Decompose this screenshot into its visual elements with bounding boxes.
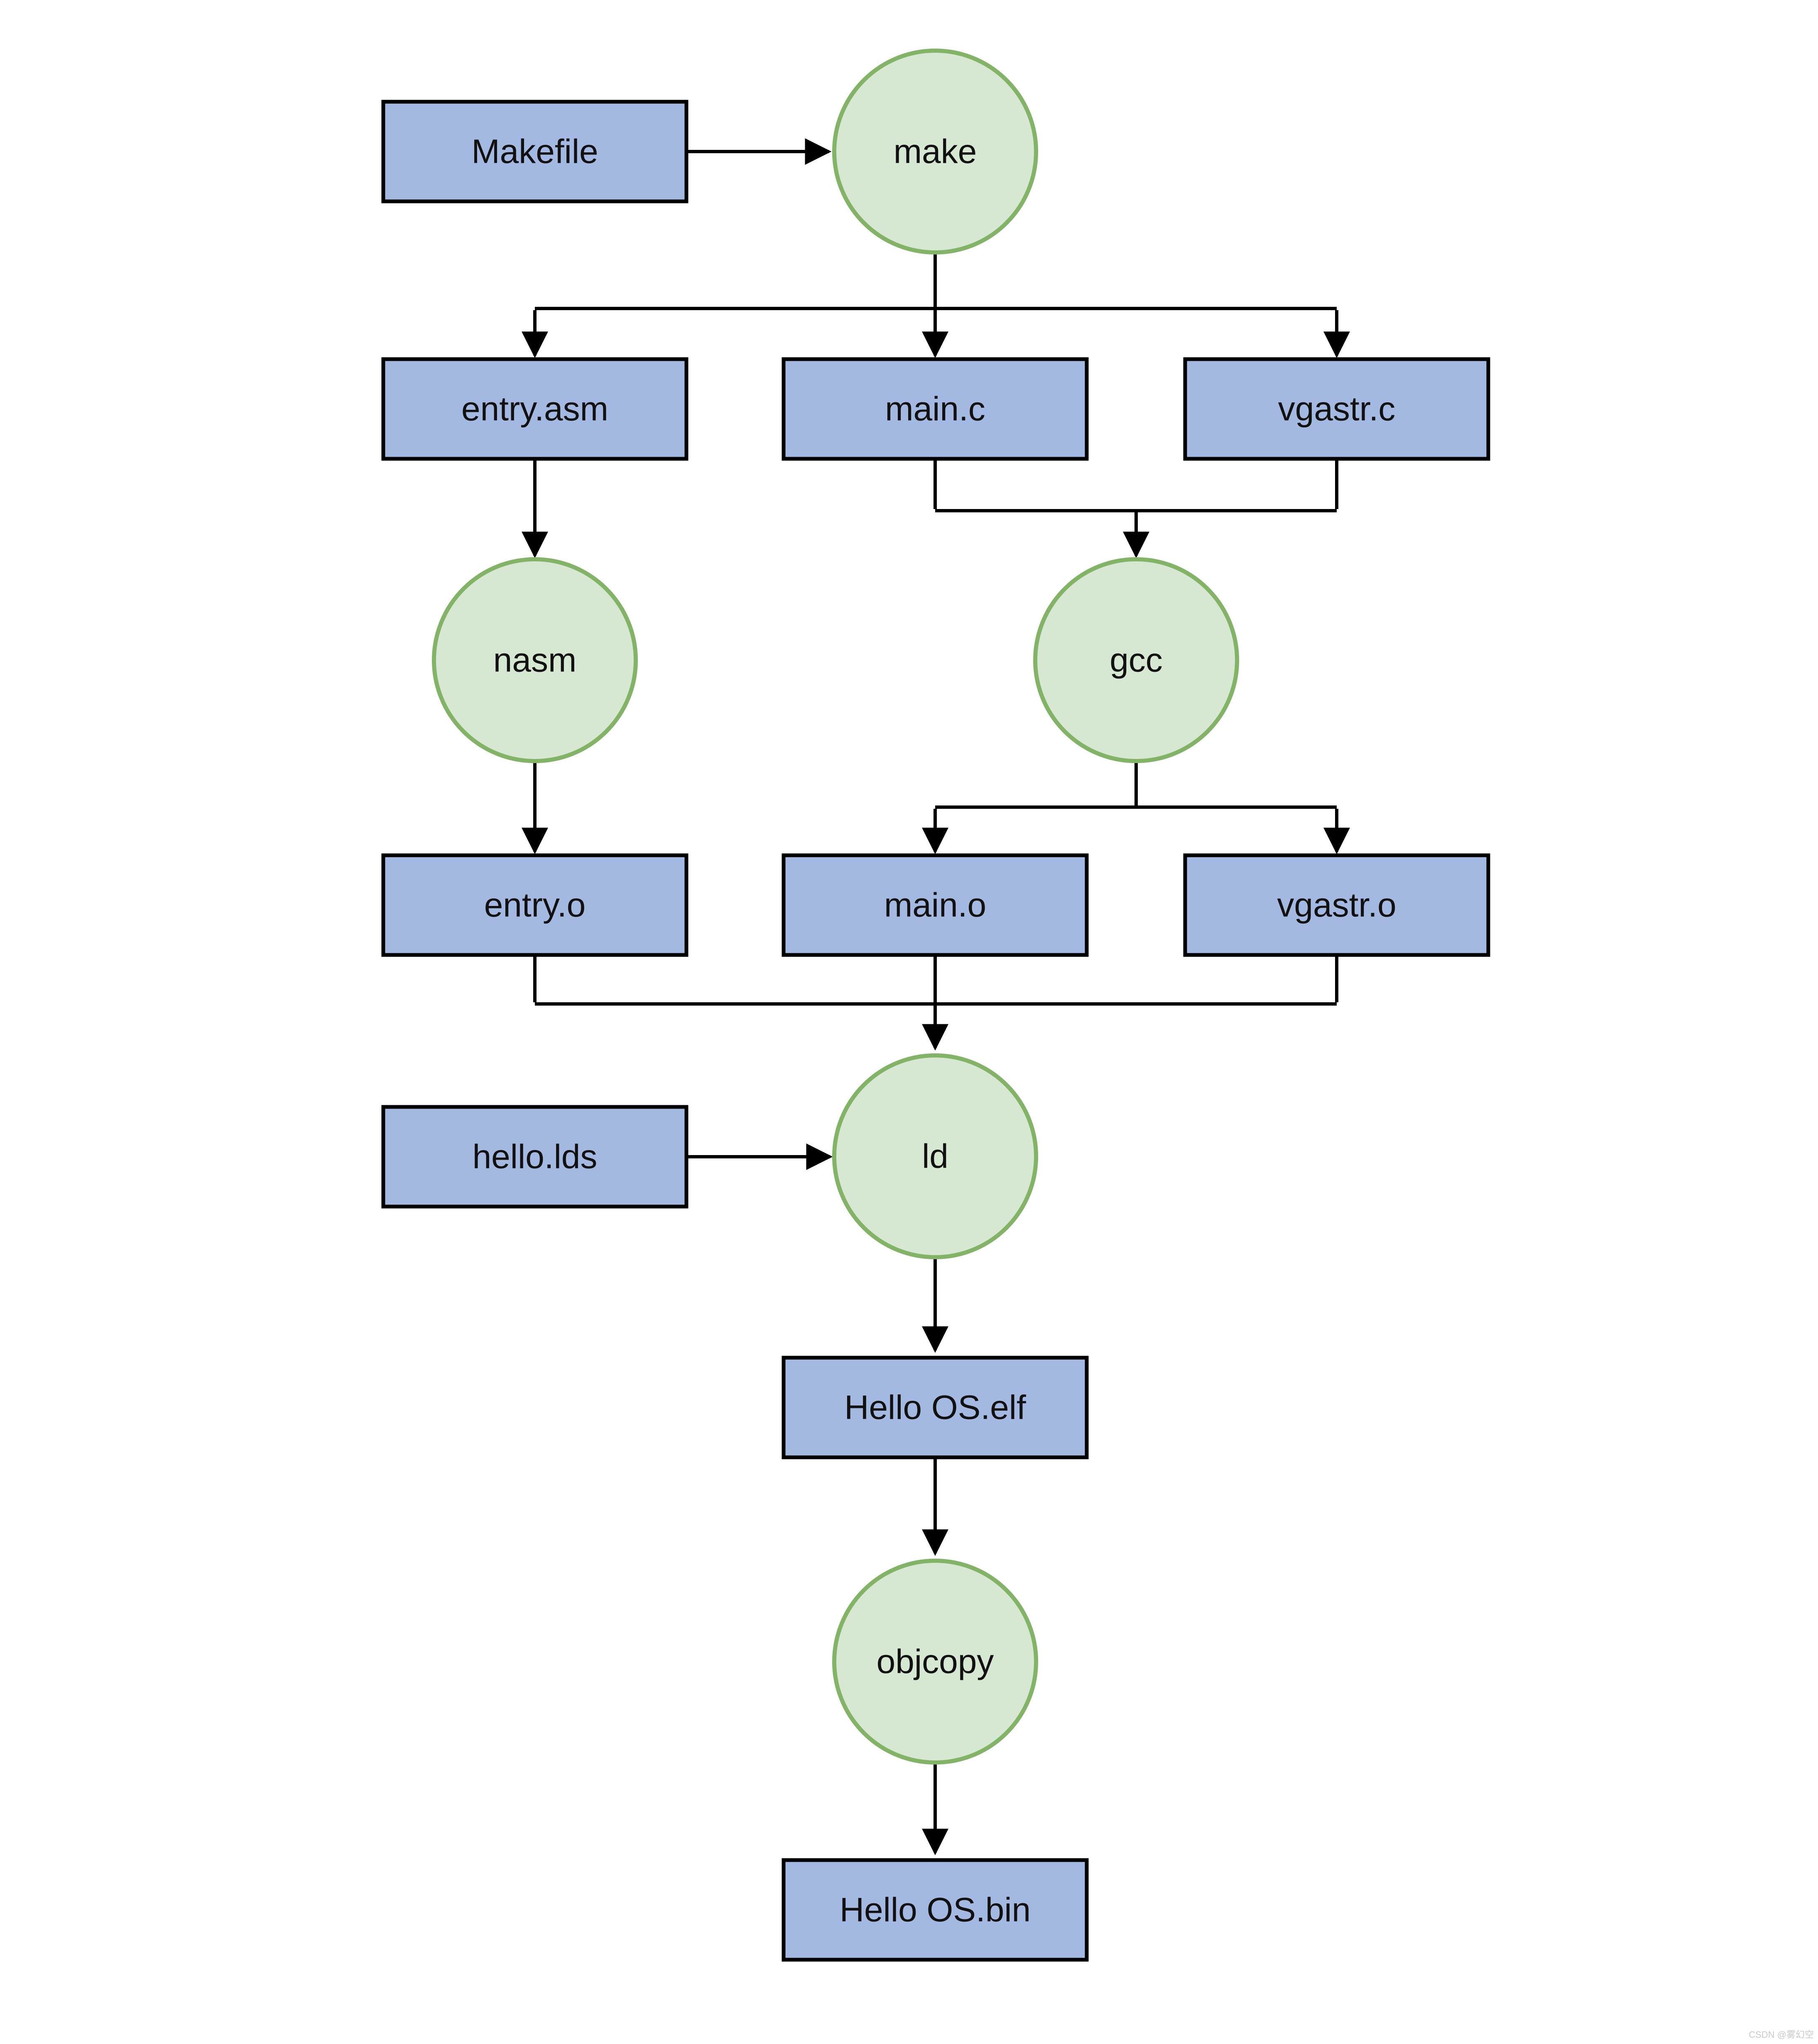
label-main-c: main.c	[885, 390, 985, 428]
node-hello-os-elf	[782, 1356, 1089, 1459]
label-entry-asm: entry.asm	[461, 390, 608, 428]
node-entry-o	[381, 853, 688, 957]
label-ld: ld	[922, 1138, 948, 1175]
label-nasm: nasm	[493, 641, 577, 679]
label-hello-os-bin: Hello OS.bin	[840, 1891, 1031, 1929]
label-entry-o: entry.o	[484, 886, 586, 924]
label-gcc: gcc	[1110, 641, 1163, 679]
label-hello-lds: hello.lds	[473, 1138, 598, 1176]
file-nodes	[381, 100, 1490, 1962]
label-objcopy: objcopy	[877, 1643, 994, 1681]
label-vgastr-o: vgastr.o	[1277, 886, 1396, 924]
node-makefile	[381, 100, 688, 203]
node-nasm	[432, 557, 638, 763]
node-entry-asm	[381, 357, 688, 461]
label-vgastr-c: vgastr.c	[1278, 390, 1396, 428]
label-make: make	[894, 133, 977, 171]
label-makefile: Makefile	[471, 133, 598, 171]
node-vgastr-c	[1183, 357, 1490, 461]
node-vgastr-o	[1183, 853, 1490, 957]
node-hello-lds	[381, 1105, 688, 1209]
node-gcc	[1033, 557, 1239, 763]
tool-nodes	[432, 49, 1239, 1765]
label-hello-os-elf: Hello OS.elf	[844, 1389, 1026, 1427]
node-hello-os-bin	[782, 1858, 1089, 1962]
edges	[522, 138, 1350, 1856]
watermark-text: CSDN @雾幻空	[1749, 2029, 1814, 2040]
node-main-o	[782, 853, 1089, 957]
node-ld	[832, 1053, 1038, 1259]
node-make	[832, 49, 1038, 255]
node-main-c	[782, 357, 1089, 461]
node-labels: Makefile make entry.asm main.c vgastr.c …	[461, 133, 1397, 1929]
label-main-o: main.o	[884, 886, 986, 924]
node-objcopy	[832, 1559, 1038, 1765]
